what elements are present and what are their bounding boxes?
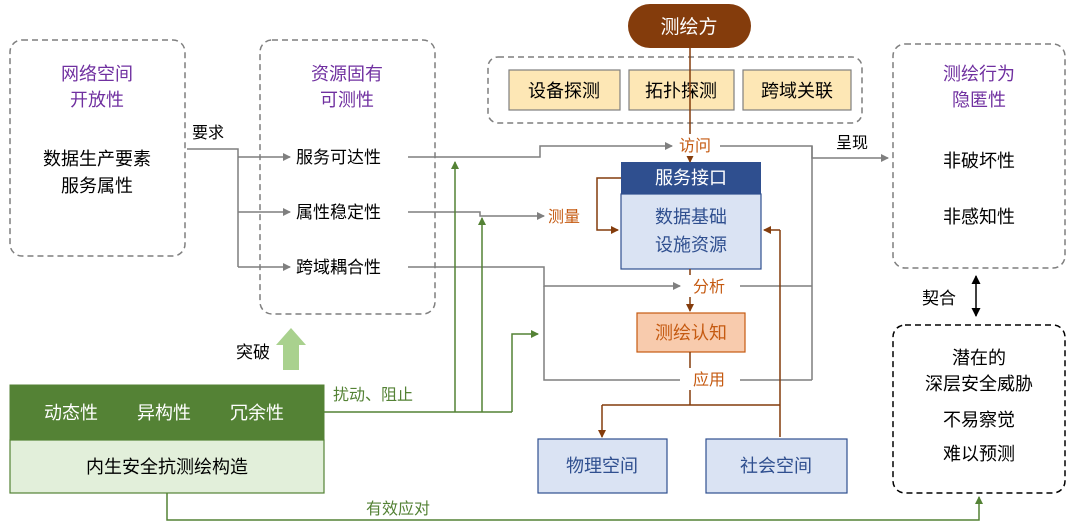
effective-response-line <box>166 493 983 521</box>
technique-crossdomain-box <box>742 69 852 111</box>
box-techniques <box>487 56 863 124</box>
breakthrough-arrow-icon <box>276 328 306 370</box>
label-apply: 应用 <box>693 370 725 389</box>
interface-header: 服务接口 <box>655 168 727 189</box>
interface-header-box <box>621 162 761 194</box>
surveyor-label: 测绘方 <box>660 16 717 38</box>
disturb-to-coupling <box>511 330 539 412</box>
item-coupling: 跨域耦合性 <box>296 258 381 278</box>
cognition-box <box>636 312 746 353</box>
box-openness <box>9 39 186 257</box>
item-stability: 属性稳定性 <box>296 203 381 223</box>
threat-line-4: 难以预测 <box>943 444 1015 465</box>
technique-topology: 拓扑探测 <box>645 81 717 102</box>
box-threats <box>892 324 1066 494</box>
stealth-title-2: 隐匿性 <box>952 90 1006 111</box>
label-requirement: 要求 <box>192 123 224 142</box>
stealth-item-1: 非破坏性 <box>943 151 1015 172</box>
label-effective: 有效应对 <box>366 499 430 518</box>
physical-space: 物理空间 <box>566 456 638 477</box>
measurability-title-1: 资源固有 <box>311 64 383 85</box>
line-requirement <box>187 148 239 267</box>
technique-topology-box <box>628 69 735 111</box>
label-breakthrough: 突破 <box>236 343 270 363</box>
measure-loop <box>596 177 621 234</box>
infrastructure-line-1: 数据基础 <box>655 207 727 228</box>
openness-body-2: 服务属性 <box>61 176 133 197</box>
label-disturb: 扰动、阻止 <box>333 385 413 404</box>
defense-name-box <box>9 439 325 494</box>
line-reachability-to-access <box>408 142 673 158</box>
infrastructure-box <box>620 193 762 270</box>
openness-title-2: 开放性 <box>70 90 124 111</box>
trait-redundant: 冗余性 <box>230 403 284 424</box>
label-analyze: 分析 <box>693 277 725 296</box>
trait-heterogeneous: 异构性 <box>137 403 191 424</box>
physical-space-box <box>537 438 668 494</box>
technique-device-box <box>508 69 621 111</box>
line-stability-to-measure <box>408 211 545 220</box>
label-present: 呈现 <box>836 133 868 152</box>
openness-body-1: 数据生产要素 <box>43 149 151 170</box>
line-coupling-to-analyze <box>408 266 681 290</box>
stealth-title-1: 测绘行为 <box>943 64 1015 85</box>
openness-title-1: 网络空间 <box>61 64 133 85</box>
technique-crossdomain: 跨域关联 <box>761 81 833 102</box>
label-measure: 测量 <box>548 207 580 226</box>
label-access: 访问 <box>679 136 711 155</box>
label-fit: 契合 <box>922 289 956 309</box>
threat-line-1: 潜在的 <box>952 348 1006 369</box>
threat-line-2: 深层安全威胁 <box>925 374 1033 395</box>
social-space-box <box>705 438 848 494</box>
technique-device: 设备探测 <box>528 81 600 102</box>
defense-name: 内生安全抗测绘构造 <box>86 457 248 478</box>
surveyor-node <box>628 4 751 48</box>
social-space: 社会空间 <box>740 456 812 477</box>
measurability-title-2: 可测性 <box>320 90 374 111</box>
stealth-item-2: 非感知性 <box>943 207 1015 228</box>
box-stealthiness <box>892 43 1066 269</box>
trait-dynamic: 动态性 <box>44 403 98 424</box>
item-reachability: 服务可达性 <box>296 148 381 168</box>
line-apply-left <box>543 286 680 381</box>
infrastructure-line-2: 设施资源 <box>655 235 727 256</box>
cognition-label: 测绘认知 <box>655 323 727 344</box>
box-measurability <box>259 39 436 315</box>
threat-line-3: 不易察觉 <box>943 410 1015 431</box>
